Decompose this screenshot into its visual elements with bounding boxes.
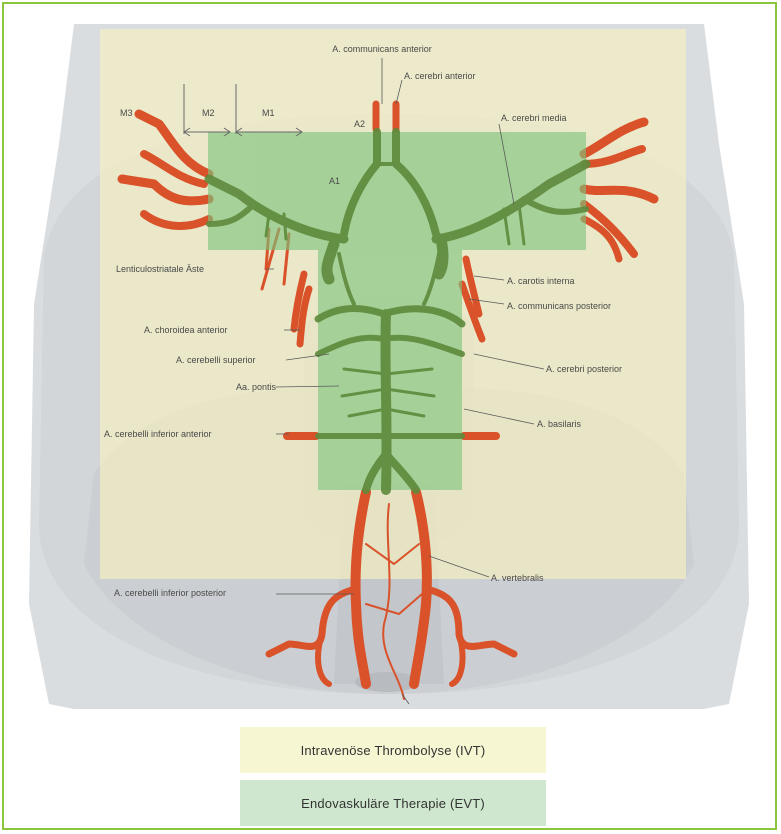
- label-a1: A1: [329, 176, 340, 186]
- label-pontis: Aa. pontis: [236, 382, 277, 392]
- label-lenticulostriatae: Lenticulostriatale Äste: [116, 264, 204, 274]
- label-communicans-posterior: A. communicans posterior: [507, 301, 611, 311]
- label-cerebri-media: A. cerebri media: [501, 113, 567, 123]
- legend-ivt-label: Intravenöse Thrombolyse (IVT): [301, 743, 486, 758]
- label-cerebri-posterior: A. cerebri posterior: [546, 364, 622, 374]
- legend-evt: Endovaskuläre Therapie (EVT): [240, 780, 546, 826]
- label-m3: M3: [120, 108, 133, 118]
- label-cerebri-anterior: A. cerebri anterior: [404, 71, 476, 81]
- label-choroidea-anterior: A. choroidea anterior: [144, 325, 228, 335]
- label-cerebelli-inferior-posterior: A. cerebelli inferior posterior: [114, 588, 226, 598]
- label-basilaris: A. basilaris: [537, 419, 582, 429]
- cerebral-arteries-diagram: A. communicans anterior A. cerebri anter…: [4, 4, 775, 828]
- label-cerebelli-superior: A. cerebelli superior: [176, 355, 256, 365]
- label-communicans-anterior: A. communicans anterior: [332, 44, 432, 54]
- label-m2: M2: [202, 108, 215, 118]
- label-cerebelli-inferior-anterior: A. cerebelli inferior anterior: [104, 429, 212, 439]
- legend-ivt: Intravenöse Thrombolyse (IVT): [240, 727, 546, 773]
- label-carotis-interna: A. carotis interna: [507, 276, 575, 286]
- label-m1: M1: [262, 108, 275, 118]
- label-vertebralis: A. vertebralis: [491, 573, 544, 583]
- legend-evt-label: Endovaskuläre Therapie (EVT): [301, 796, 485, 811]
- label-a2: A2: [354, 119, 365, 129]
